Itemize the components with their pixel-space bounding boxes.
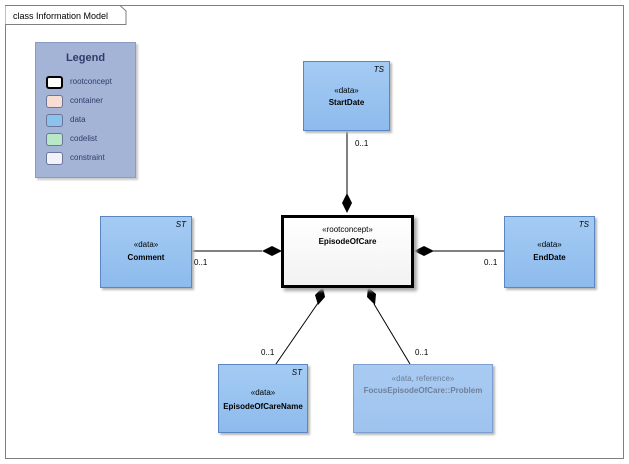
legend-swatch xyxy=(46,76,63,89)
stereotype-label: «data» xyxy=(537,240,562,249)
legend-swatch xyxy=(46,95,63,108)
multiplicity-episodeofcarename: 0..1 xyxy=(261,348,275,357)
legend-label: data xyxy=(70,115,86,124)
stereotype-label: «data» xyxy=(334,86,359,95)
class-name: EpisodeOfCareName xyxy=(223,402,303,411)
legend-swatch xyxy=(46,152,63,165)
class-episodeofcarename[interactable]: ST «data» EpisodeOfCareName xyxy=(218,364,308,433)
connector-episodename xyxy=(275,302,319,365)
class-enddate[interactable]: TS «data» EndDate xyxy=(504,216,595,288)
legend-item-container: container xyxy=(46,95,134,109)
legend-item-rootconcept: rootconcept xyxy=(46,76,134,90)
connector-problem xyxy=(373,303,411,365)
legend-panel: Legend rootconcept container data codeli… xyxy=(35,42,136,178)
class-startdate[interactable]: TS «data» StartDate xyxy=(303,61,390,131)
class-name: StartDate xyxy=(328,98,365,107)
stereotype-label: «rootconcept» xyxy=(322,225,373,234)
legend-label: rootconcept xyxy=(70,77,112,86)
stereotype-label: «data» xyxy=(250,388,276,397)
legend-item-constraint: constraint xyxy=(46,152,134,166)
type-tag: ST xyxy=(291,368,302,377)
composition-diamond-left xyxy=(262,246,282,256)
composition-diamond-bottom-left xyxy=(315,287,325,305)
legend-label: codelist xyxy=(70,134,98,143)
class-name: EpisodeOfCare xyxy=(318,237,377,246)
type-tag: TS xyxy=(373,65,384,74)
legend-swatch xyxy=(46,114,63,127)
legend-item-codelist: codelist xyxy=(46,133,134,147)
multiplicity-problem: 0..1 xyxy=(415,348,429,357)
multiplicity-comment: 0..1 xyxy=(194,258,208,267)
legend-title: Legend xyxy=(65,52,106,64)
class-name: EndDate xyxy=(533,253,566,262)
multiplicity-startdate: 0..1 xyxy=(355,139,369,148)
class-name: FocusEpisodeOfCare::Problem xyxy=(363,386,483,395)
legend-swatch xyxy=(46,133,63,146)
type-tag: TS xyxy=(578,220,589,229)
legend-item-data: data xyxy=(46,114,134,128)
class-name: Comment xyxy=(127,253,165,262)
stereotype-label: «data, reference» xyxy=(391,374,455,383)
diagram-title: class Information Model xyxy=(13,11,109,21)
class-episodeofcare[interactable]: «rootconcept» EpisodeOfCare xyxy=(281,215,414,288)
composition-diamond-top xyxy=(342,193,352,213)
composition-diamond-bottom-right xyxy=(367,287,376,305)
class-focusepisodeofcare-problem[interactable]: «data, reference» FocusEpisodeOfCare::Pr… xyxy=(353,364,493,433)
stereotype-label: «data» xyxy=(133,240,159,249)
class-comment[interactable]: ST «data» Comment xyxy=(100,216,192,288)
legend-label: constraint xyxy=(70,153,105,162)
composition-diamond-right xyxy=(414,246,434,256)
type-tag: ST xyxy=(175,220,186,229)
multiplicity-enddate: 0..1 xyxy=(484,258,498,267)
legend-label: container xyxy=(70,96,103,105)
